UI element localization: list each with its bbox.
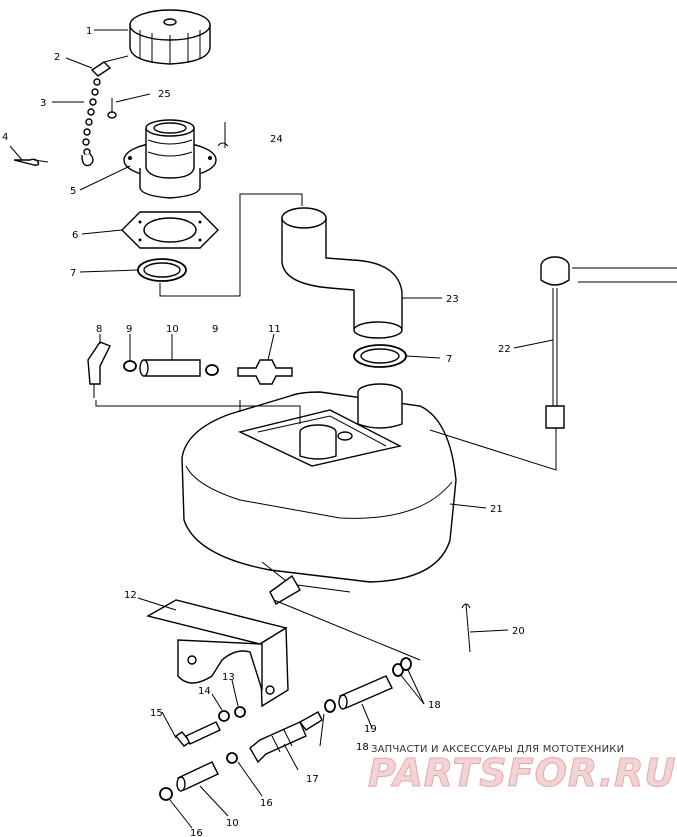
callout-24: 24: [270, 134, 283, 145]
callout-1: 1: [86, 26, 92, 37]
filler-neck: [123, 119, 217, 199]
callout-19: 19: [364, 724, 377, 735]
fuel-hose-clamps: [324, 657, 412, 713]
chain-screw: [107, 98, 117, 119]
callout-14: 14: [198, 686, 211, 697]
callout-12: 12: [124, 590, 137, 601]
filter-clamp: [226, 752, 238, 764]
callout-7-upper: 7: [70, 268, 76, 279]
watermark-brand: PARTSFOR.RU: [368, 751, 676, 795]
vent-elbow: [87, 341, 111, 398]
watermark-tagline: ЗАПЧАСТИ И АКСЕССУАРЫ ДЛЯ МОТОТЕХНИКИ: [371, 744, 624, 755]
filler-hose: [281, 207, 403, 339]
fuel-cap: [129, 9, 211, 65]
fuel-hose-upper: [338, 675, 393, 710]
fuel-hose-lower: [176, 761, 219, 792]
callout-18-right: 18: [428, 700, 441, 711]
fuel-gauge-sender: [540, 256, 570, 429]
callout-11: 11: [268, 324, 281, 335]
hose-clamp-lower: [353, 344, 407, 368]
washer-14: [218, 710, 230, 722]
callout-21: 21: [490, 504, 503, 515]
callout-labels: 1 2 3 25 4 24 5 6 7 23 7 22 8 9 10 9 11 …: [2, 26, 525, 837]
callout-18-left: 18: [356, 742, 369, 753]
callout-7-lower: 7: [446, 354, 452, 365]
callout-2: 2: [54, 52, 60, 63]
cotter-pin: [13, 158, 49, 166]
retaining-pin: [217, 122, 229, 148]
callout-20: 20: [512, 626, 525, 637]
hose-end-clamp: [159, 787, 173, 801]
callout-8: 8: [96, 324, 102, 335]
callout-10-upper: 10: [166, 324, 179, 335]
callout-17: 17: [306, 774, 319, 785]
callout-5: 5: [70, 186, 76, 197]
callout-10-lower: 10: [226, 818, 239, 829]
leader-lines: [9, 29, 554, 829]
tank-bracket: [146, 599, 289, 708]
callout-9-left: 9: [126, 324, 132, 335]
callout-15: 15: [150, 708, 163, 719]
vent-check-valve: [237, 359, 293, 385]
fuel-filter: [249, 711, 323, 764]
callout-16-lower: 16: [190, 828, 203, 837]
callout-25: 25: [158, 89, 171, 100]
callout-6: 6: [72, 230, 78, 241]
watermark: ЗАПЧАСТИ И АКСЕССУАРЫ ДЛЯ МОТОТЕХНИКИ PA…: [368, 744, 676, 796]
bolt: [174, 721, 221, 747]
callout-23: 23: [446, 294, 459, 305]
tether-chain: [81, 55, 129, 167]
guide-lines: [95, 193, 677, 661]
callout-4: 4: [2, 132, 8, 143]
washer-13: [234, 706, 246, 718]
fuel-tank: [181, 383, 457, 605]
vent-hose: [139, 359, 201, 377]
hose-clamp-upper: [137, 258, 187, 282]
callout-16-middle: 16: [260, 798, 273, 809]
callout-9-right: 9: [212, 324, 218, 335]
callout-22: 22: [498, 344, 511, 355]
callout-3: 3: [40, 98, 46, 109]
vent-clamp-right: [205, 364, 219, 376]
gasket: [121, 211, 219, 249]
vent-clamp-left: [123, 360, 137, 372]
callout-13: 13: [222, 672, 235, 683]
retaining-clip: [461, 603, 471, 653]
